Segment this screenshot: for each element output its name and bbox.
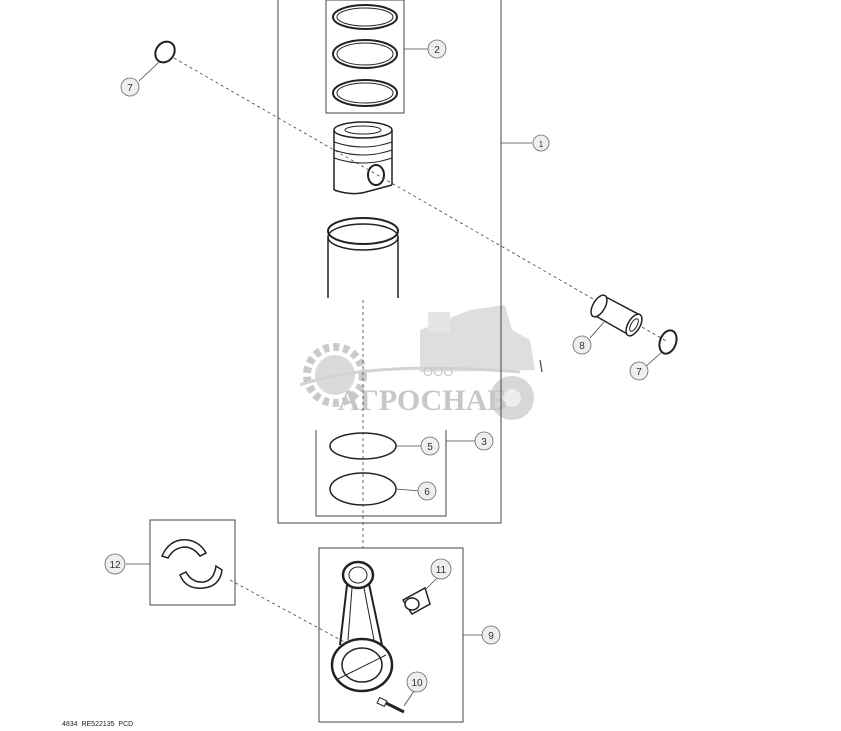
callout-11-label: 11 bbox=[436, 565, 447, 576]
pin-axis-line bbox=[173, 57, 669, 343]
callout-7-upper-label: 7 bbox=[127, 83, 133, 94]
diagram-reference-code: 4834 RE522135 PCD bbox=[62, 721, 134, 728]
callout-8[interactable]: 8 bbox=[572, 335, 592, 355]
callout-9[interactable]: 9 bbox=[481, 625, 501, 645]
callout-6[interactable]: 6 bbox=[417, 481, 437, 501]
piston-assembly-frame bbox=[277, 0, 502, 524]
liner-seal-rings bbox=[315, 430, 476, 517]
callout-10-label: 10 bbox=[411, 678, 423, 689]
connecting-rod-bolt bbox=[376, 690, 415, 714]
callout-1[interactable]: 1 bbox=[532, 134, 550, 152]
callout-2[interactable]: 2 bbox=[427, 39, 447, 59]
callout-7-upper[interactable]: 7 bbox=[120, 77, 140, 97]
connecting-rod-bushing bbox=[401, 577, 438, 615]
callout-7-lower[interactable]: 7 bbox=[629, 361, 649, 381]
piston bbox=[333, 121, 393, 195]
callout-7-lower-label: 7 bbox=[636, 367, 642, 378]
callout-12-label: 12 bbox=[109, 560, 121, 571]
callout-3-label: 3 bbox=[481, 437, 487, 448]
snap-ring-lower bbox=[644, 329, 678, 368]
callout-9-label: 9 bbox=[488, 631, 494, 642]
piston-ring-set bbox=[325, 0, 428, 114]
cylinder-liner bbox=[327, 217, 399, 298]
snap-ring-upper bbox=[138, 40, 176, 82]
callout-5-label: 5 bbox=[427, 442, 433, 453]
connecting-rod-bearing bbox=[126, 519, 351, 646]
callout-5[interactable]: 5 bbox=[420, 436, 440, 456]
callout-8-label: 8 bbox=[579, 341, 585, 352]
callout-2-label: 2 bbox=[434, 45, 440, 56]
callout-11[interactable]: 11 bbox=[430, 558, 452, 580]
callout-12[interactable]: 12 bbox=[104, 553, 126, 575]
piston-pin bbox=[589, 294, 643, 339]
callout-10[interactable]: 10 bbox=[406, 671, 428, 693]
connecting-rod bbox=[318, 547, 482, 723]
callout-3[interactable]: 3 bbox=[474, 431, 494, 451]
watermark-small-text: ООО bbox=[423, 364, 453, 379]
callout-1-label: 1 bbox=[539, 140, 544, 149]
callout-6-label: 6 bbox=[424, 487, 430, 498]
watermark-brand-text: АГРОСНАБ bbox=[338, 384, 507, 417]
watermark-logo: ООО АГРОСНАБ bbox=[299, 305, 535, 420]
